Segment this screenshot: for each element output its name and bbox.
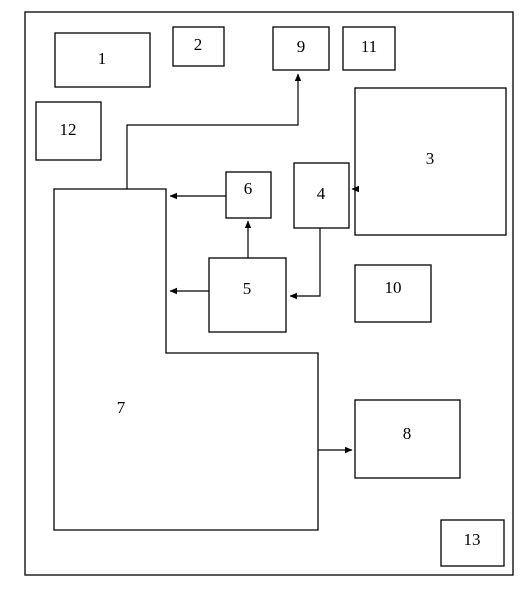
block-12	[35, 101, 102, 161]
block-7	[53, 188, 319, 531]
block-13	[440, 519, 505, 567]
block-11-label: 11	[361, 37, 377, 56]
block-10-label: 10	[385, 278, 402, 297]
block-1-label: 1	[98, 49, 107, 68]
block-3	[354, 87, 507, 236]
block-6	[225, 171, 272, 219]
block-4	[293, 162, 350, 229]
arrow-4-to-5	[289, 228, 321, 300]
block-13-label: 13	[464, 530, 481, 549]
block-5	[208, 257, 287, 333]
block-11	[342, 26, 396, 71]
block-1	[54, 32, 151, 88]
block-8	[354, 399, 461, 479]
block-4-label: 4	[317, 184, 326, 203]
block-10	[354, 264, 432, 323]
block-6-label: 6	[244, 179, 253, 198]
block-2-label: 2	[194, 35, 203, 54]
block-9-label: 9	[297, 37, 306, 56]
block-2	[172, 26, 225, 67]
block-5-label: 5	[243, 279, 252, 298]
block-8-label: 8	[403, 424, 412, 443]
block-9	[272, 26, 330, 71]
block-12-label: 12	[60, 120, 77, 139]
arrow-7-to-9	[126, 73, 302, 189]
block-7-label: 7	[117, 398, 126, 417]
outer-frame	[24, 11, 514, 576]
block-3-label: 3	[426, 149, 435, 168]
